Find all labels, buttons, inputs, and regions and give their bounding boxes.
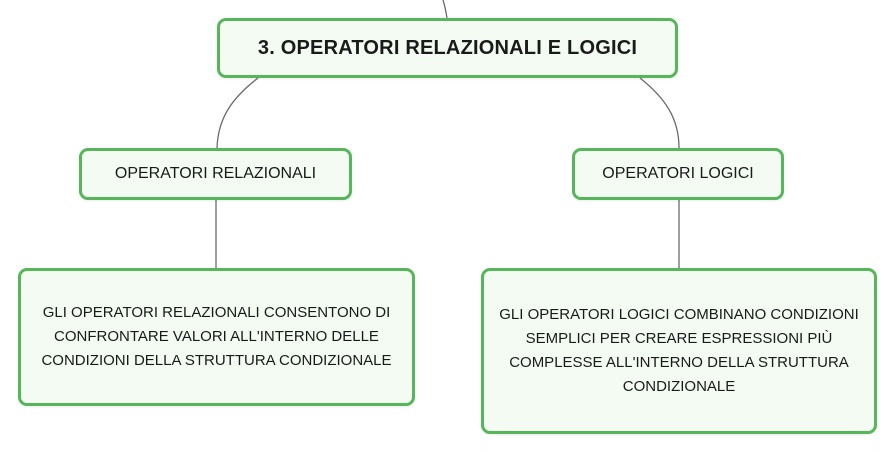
logical-operators-node[interactable]: OPERATORI LOGICI xyxy=(572,148,784,200)
root-node-label: 3. OPERATORI RELAZIONALI E LOGICI xyxy=(257,36,638,59)
logical-operators-label: OPERATORI LOGICI xyxy=(602,165,754,182)
connector-root-to-relational xyxy=(216,77,259,149)
incoming-connector xyxy=(442,0,448,19)
relational-operators-label: OPERATORI RELAZIONALI xyxy=(114,165,317,182)
relational-operators-description-node[interactable]: GLI OPERATORI RELAZIONALI CONSENTONO DI … xyxy=(18,268,415,406)
root-node[interactable]: 3. OPERATORI RELAZIONALI E LOGICI xyxy=(217,18,678,78)
relational-operators-description: GLI OPERATORI RELAZIONALI CONSENTONO DI … xyxy=(41,304,392,369)
logical-operators-description-node[interactable]: GLI OPERATORI LOGICI COMBINANO CONDIZION… xyxy=(481,268,877,434)
connector-root-to-logical xyxy=(639,77,680,149)
relational-operators-node[interactable]: OPERATORI RELAZIONALI xyxy=(79,148,352,200)
logical-operators-description: GLI OPERATORI LOGICI COMBINANO CONDIZION… xyxy=(499,306,859,395)
